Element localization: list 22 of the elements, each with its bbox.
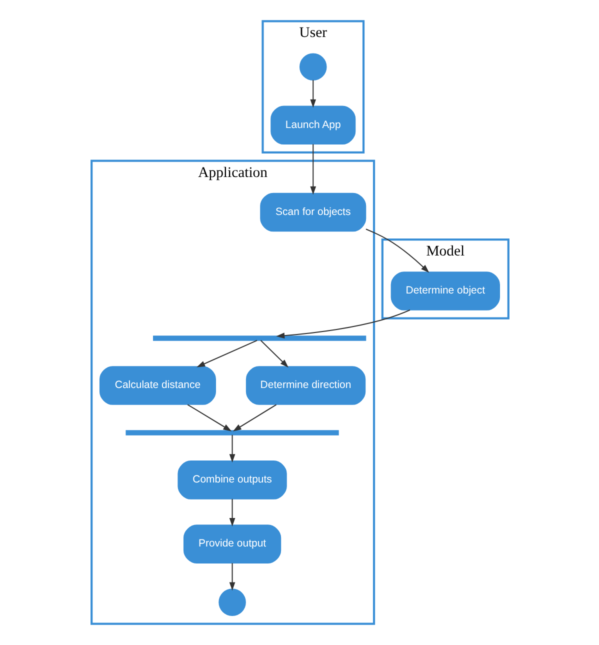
node-box: Combine outputs <box>177 460 286 500</box>
arrow <box>196 340 257 368</box>
arrow <box>260 340 288 368</box>
arrow <box>232 404 276 432</box>
node-bar <box>152 336 366 341</box>
arrow <box>365 228 429 273</box>
node-circle <box>218 588 246 616</box>
arrow <box>228 563 235 591</box>
arrow <box>310 80 316 108</box>
node-box: Scan for objects <box>260 192 366 232</box>
arrow <box>228 434 235 463</box>
arrow <box>310 144 316 195</box>
node-box: Launch App <box>270 106 356 145</box>
node-box: Determine direction <box>245 366 366 405</box>
node-box: Calculate distance <box>98 366 216 405</box>
arrow <box>186 404 232 432</box>
node-box: Provide output <box>182 524 281 564</box>
node-box: Determine object <box>390 272 500 310</box>
node-bar <box>125 430 338 436</box>
arrow <box>276 310 410 339</box>
node-circle <box>298 53 326 80</box>
arrow <box>228 498 235 526</box>
